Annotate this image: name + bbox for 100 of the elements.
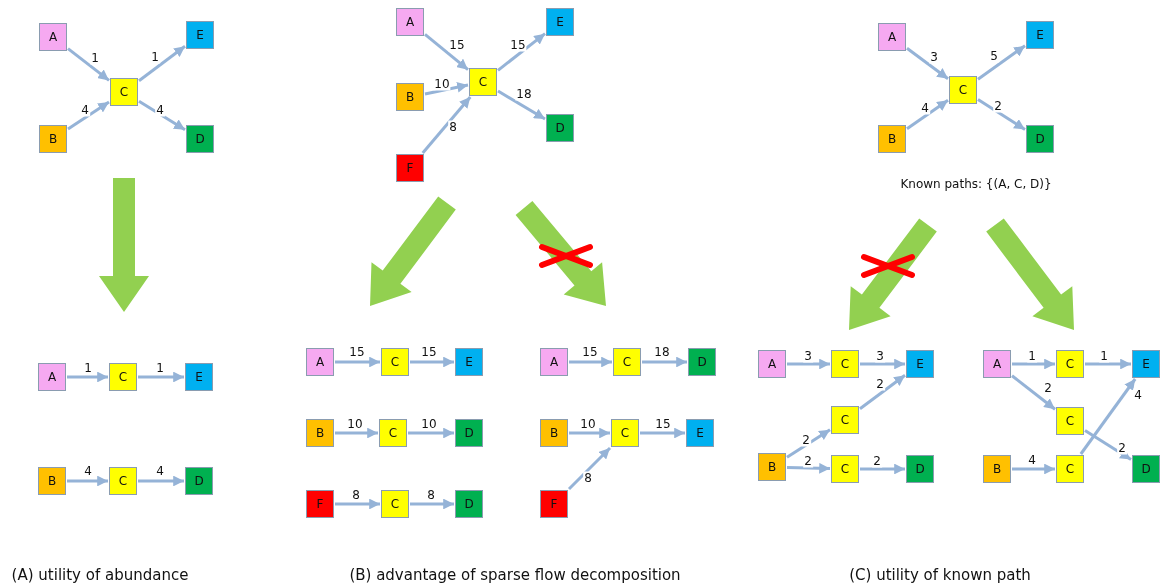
node-box: C <box>831 350 859 378</box>
arrow <box>787 358 830 370</box>
node-box: E <box>906 350 934 378</box>
edge-label: 1 <box>155 361 165 375</box>
arrow <box>497 32 546 72</box>
edge-label: 18 <box>653 345 671 359</box>
node-box: B <box>306 419 334 447</box>
arrow <box>67 47 110 82</box>
node-box: C <box>1056 350 1084 378</box>
edge-label: 4 <box>80 103 90 117</box>
node-box: E <box>1026 21 1054 49</box>
edge-label: 15 <box>509 38 527 52</box>
panel-caption: (B) advantage of sparse flow decomposition <box>349 566 681 584</box>
node-box: F <box>396 154 424 182</box>
edge-label: 2 <box>872 454 882 468</box>
node-box: B <box>540 419 568 447</box>
arrow <box>138 100 186 131</box>
node-box: F <box>306 490 334 518</box>
edge-label: 10 <box>579 417 597 431</box>
arrow <box>906 47 949 80</box>
node-box: A <box>983 350 1011 378</box>
node-box: E <box>686 419 714 447</box>
node-box: A <box>878 23 906 51</box>
node-box: A <box>396 8 424 36</box>
edge-label: 4 <box>920 101 930 115</box>
node-box: E <box>455 348 483 376</box>
arrow <box>640 427 685 439</box>
arrow <box>786 428 831 459</box>
edge-label: 2 <box>875 377 885 391</box>
arrow <box>138 45 186 82</box>
arrow <box>497 89 546 121</box>
node-box: E <box>186 21 214 49</box>
edge-label: 2 <box>801 433 811 447</box>
node-box: C <box>110 78 138 106</box>
node-box: A <box>540 348 568 376</box>
edge-label: 15 <box>581 345 599 359</box>
node-box: C <box>611 419 639 447</box>
edge-label: 1 <box>1027 349 1037 363</box>
panel-caption: (C) utility of known path <box>849 566 1031 584</box>
node-box: C <box>1056 455 1084 483</box>
note-text: Known paths: {(A, C, D)} <box>900 177 1052 191</box>
edge-label: 1 <box>150 50 160 64</box>
edge-label: 8 <box>448 120 458 134</box>
arrow <box>642 356 687 368</box>
arrow <box>567 446 612 491</box>
node-box: E <box>1132 350 1160 378</box>
edge-label: 15 <box>420 345 438 359</box>
arrow <box>860 358 905 370</box>
edge-label: 3 <box>875 349 885 363</box>
node-box: D <box>455 419 483 447</box>
node-box: B <box>983 455 1011 483</box>
node-box: D <box>1026 125 1054 153</box>
node-box: C <box>469 68 497 96</box>
arrow <box>1012 463 1055 475</box>
edge-label: 18 <box>515 87 533 101</box>
edge-label: 2 <box>993 99 1003 113</box>
node-box: D <box>546 114 574 142</box>
node-box: C <box>381 490 409 518</box>
arrow <box>1011 374 1056 411</box>
arrow <box>138 371 184 383</box>
arrow <box>410 498 454 510</box>
node-box: E <box>185 363 213 391</box>
edge-label: 1 <box>1099 349 1109 363</box>
arrow <box>1085 358 1131 370</box>
edge-label: 10 <box>433 77 451 91</box>
arrow <box>977 98 1026 131</box>
node-box: D <box>906 455 934 483</box>
node-box: F <box>540 490 568 518</box>
edge-label: 8 <box>351 488 361 502</box>
edge-label: 3 <box>803 349 813 363</box>
node-box: D <box>455 490 483 518</box>
node-box: A <box>38 363 66 391</box>
node-box: D <box>186 125 214 153</box>
edge-label: 8 <box>426 488 436 502</box>
edge-label: 5 <box>989 49 999 63</box>
node-box: E <box>546 8 574 36</box>
arrow <box>569 356 612 368</box>
edge-label: 8 <box>583 471 593 485</box>
node-box: D <box>688 348 716 376</box>
edge-label: 15 <box>348 345 366 359</box>
node-box: C <box>949 76 977 104</box>
node-box: C <box>109 363 137 391</box>
node-box: B <box>38 467 66 495</box>
edge-label: 10 <box>346 417 364 431</box>
arrow <box>138 475 184 487</box>
node-box: B <box>39 125 67 153</box>
arrow <box>335 498 380 510</box>
node-box: C <box>1056 407 1084 435</box>
arrow <box>1012 358 1055 370</box>
arrow <box>786 462 831 474</box>
arrow <box>335 356 380 368</box>
arrow <box>335 427 378 439</box>
arrow <box>408 427 454 439</box>
edge-label: 4 <box>1133 388 1143 402</box>
node-box: B <box>758 453 786 481</box>
arrow <box>906 99 949 130</box>
edge-label: 4 <box>83 464 93 478</box>
panel-caption: (A) utility of abundance <box>11 566 189 584</box>
edge-label: 4 <box>155 464 165 478</box>
edge-label: 1 <box>90 51 100 65</box>
